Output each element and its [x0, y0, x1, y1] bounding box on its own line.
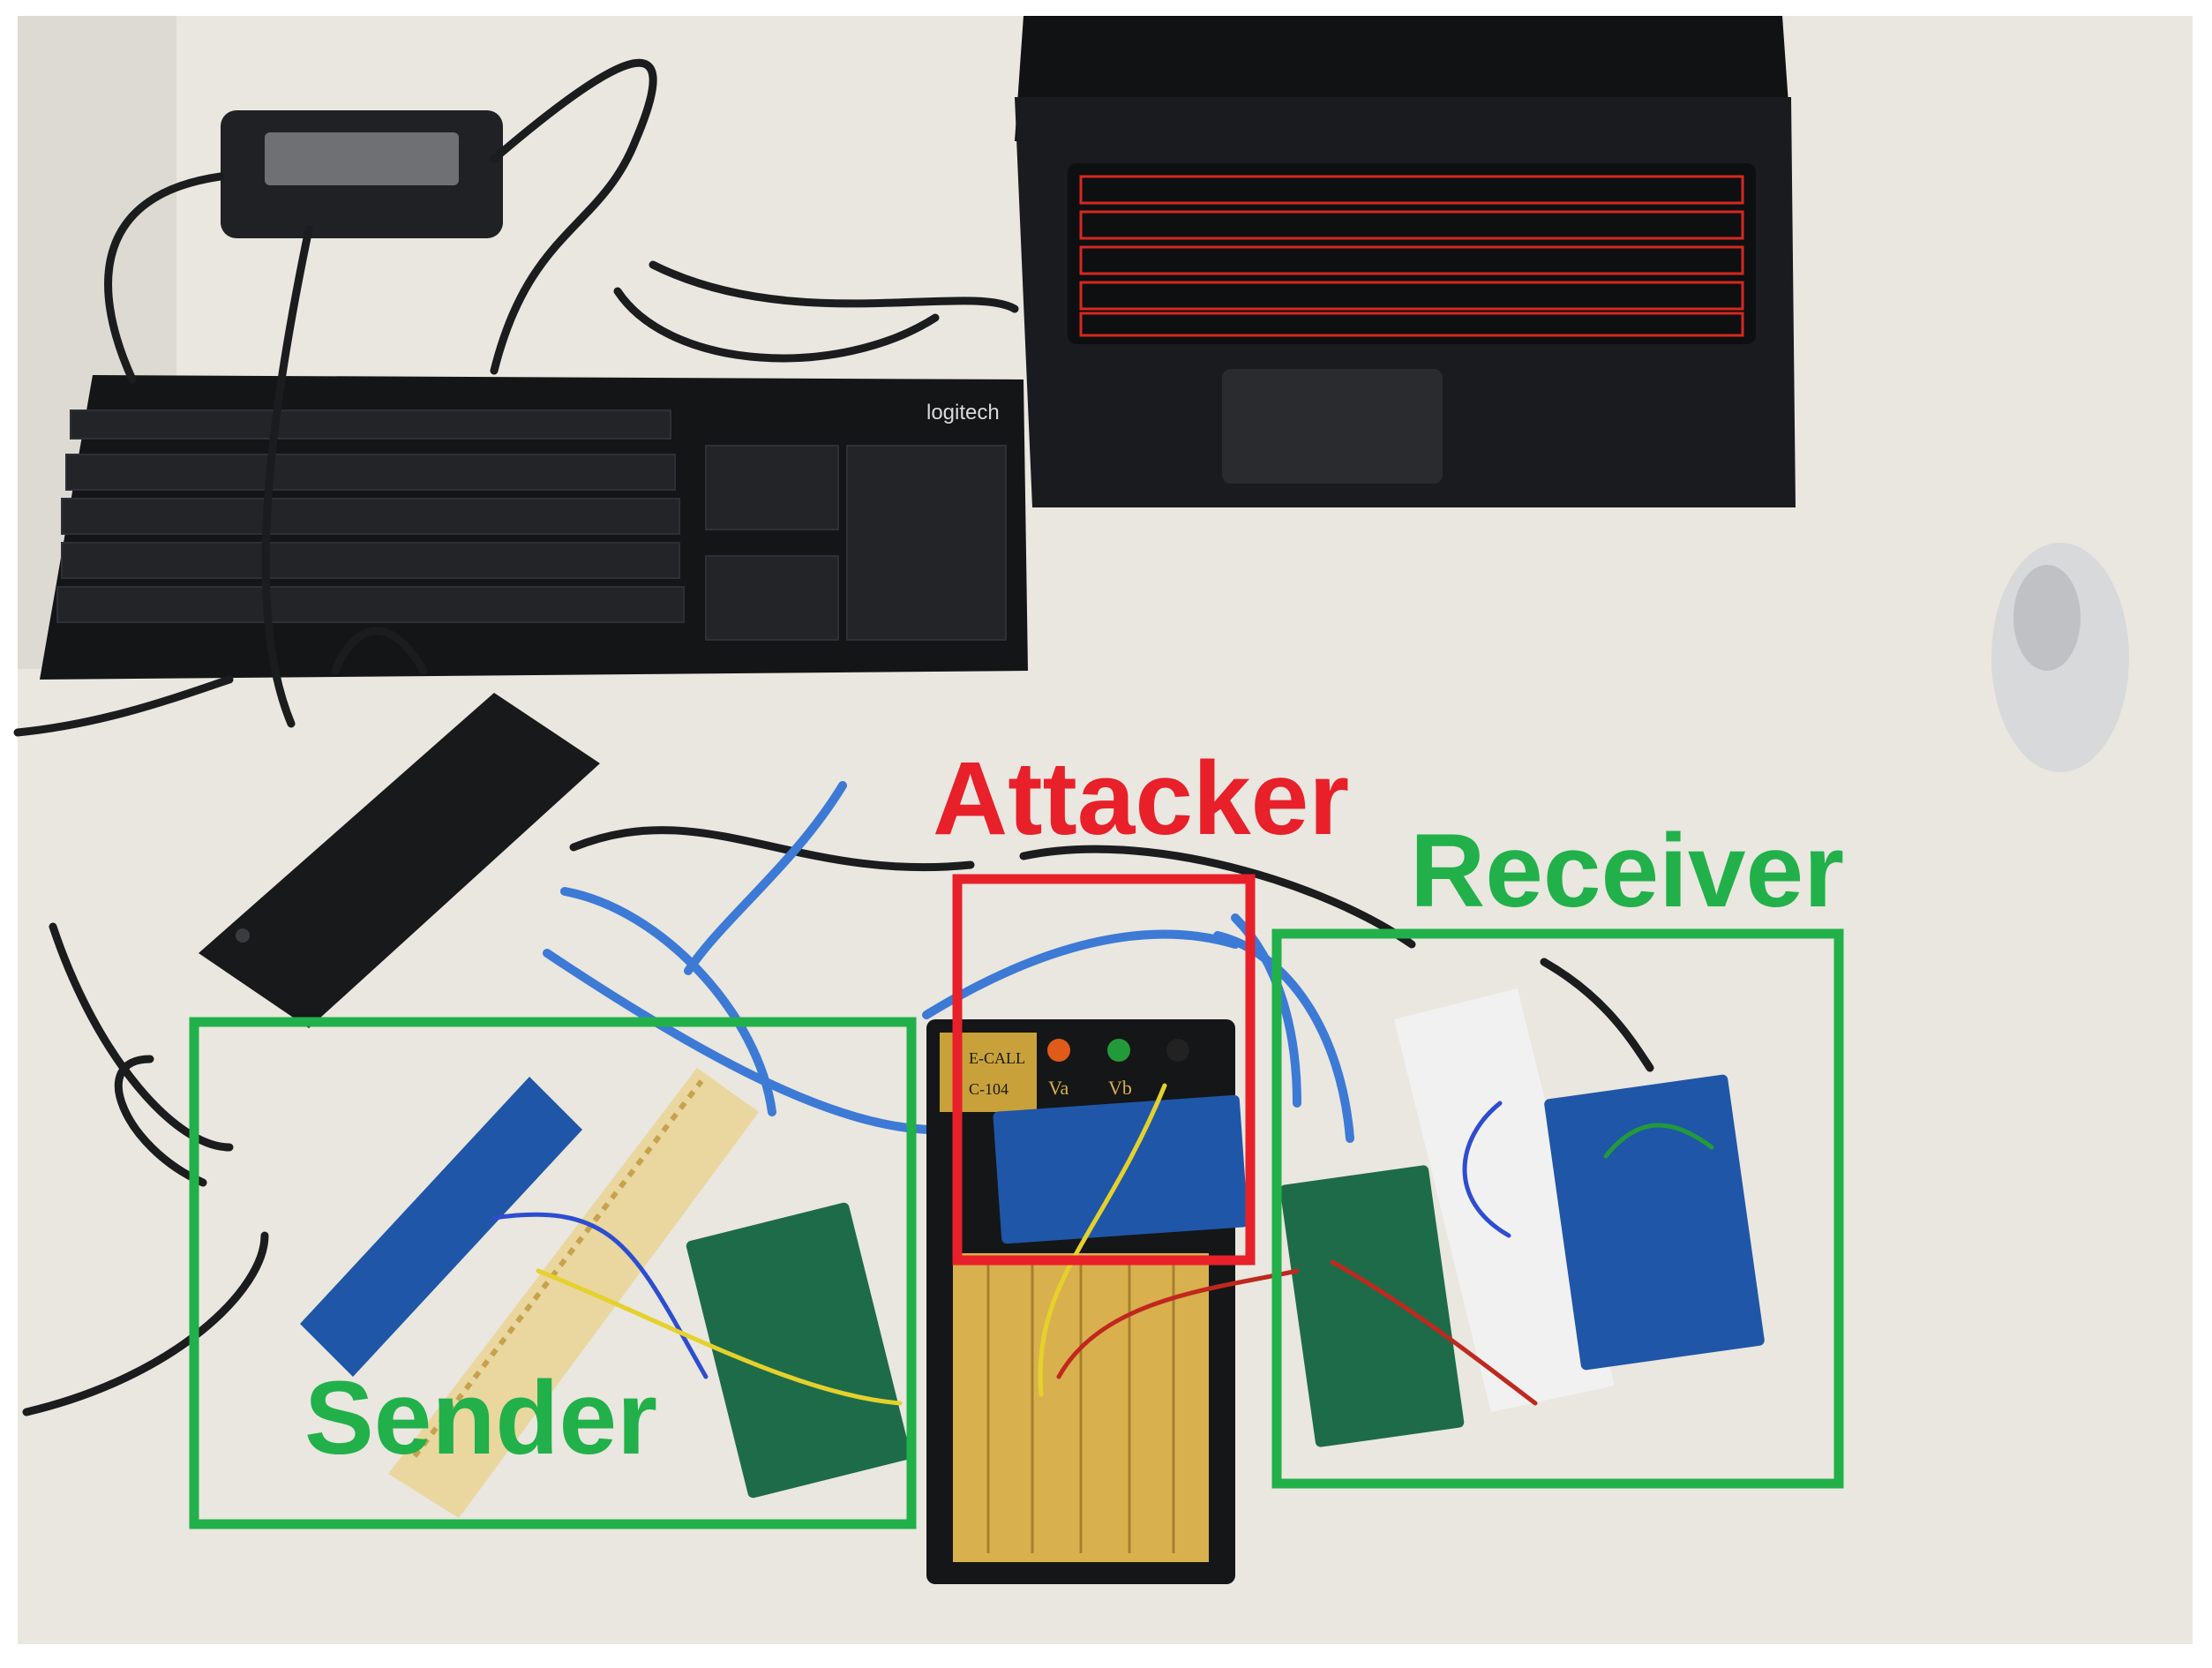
sender-box	[189, 1017, 917, 1529]
attacker-box	[952, 874, 1256, 1266]
bench-model-text: C-104	[969, 1080, 1009, 1098]
jumper-wires	[491, 1083, 1714, 1406]
bench-panel-text: E-CALL	[969, 1049, 1025, 1067]
terminal-green	[1107, 1039, 1130, 1062]
logitech-keyboard: logitech	[40, 375, 1028, 680]
terminal-va-text: Va	[1048, 1077, 1069, 1099]
bench-breadboard: E-CALL C-104 Va Vb	[926, 1019, 1248, 1584]
terminal-black	[1166, 1039, 1189, 1062]
sender-label: Sender	[304, 1360, 658, 1476]
blue-usb-cable	[543, 781, 1354, 1143]
usb-hub	[199, 693, 600, 1028]
breadboard	[388, 1068, 759, 1518]
keyboard-brand-text: logitech	[926, 401, 1000, 425]
terminal-red	[1047, 1039, 1070, 1062]
arduino-board	[300, 1077, 911, 1499]
terminal-vb-text: Vb	[1108, 1077, 1132, 1099]
computer-mouse	[1991, 543, 2129, 772]
laptop-keys	[1079, 175, 1744, 337]
receiver-boards	[1279, 988, 1765, 1447]
receiver-label: Receiver	[1410, 813, 1845, 929]
receiver-box	[1271, 928, 1844, 1489]
laptop	[1015, 16, 1796, 507]
touchpad	[1222, 369, 1443, 484]
attacker-board	[993, 1094, 1248, 1244]
power-adapter	[221, 110, 503, 238]
black-cables	[13, 58, 1654, 1416]
attacker-label: Attacker	[933, 740, 1350, 857]
